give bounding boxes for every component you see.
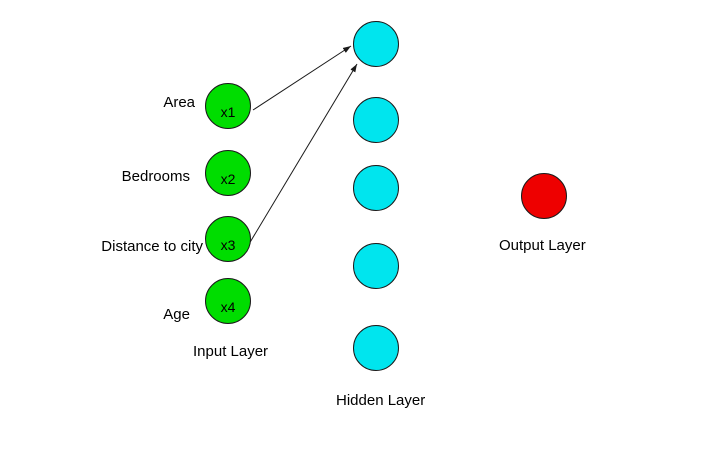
input-annotation-area: Area <box>163 94 195 111</box>
hidden-layer-caption: Hidden Layer <box>336 392 426 409</box>
input-layer-caption: Input Layer <box>193 343 269 360</box>
hidden-node-5 <box>353 325 399 371</box>
hidden-node-4 <box>353 243 399 289</box>
hidden-node-1 <box>353 21 399 67</box>
input-node-x3: x3 <box>205 216 251 262</box>
input-node-x4: x4 <box>205 278 251 324</box>
output-node <box>521 173 567 219</box>
input-node-x1-label: x1 <box>220 104 236 120</box>
output-layer-caption: Output Layer <box>499 237 586 254</box>
input-annotation-bedrooms: Bedrooms <box>121 168 190 185</box>
input-node-x2-label: x2 <box>220 171 236 187</box>
input-annotation-distance-to-city: Distance to city <box>101 238 203 255</box>
hidden-node-3 <box>353 165 399 211</box>
input-node-x1: x1 <box>205 83 251 129</box>
edge-x3-to-hidden1 <box>248 63 358 245</box>
input-node-x2: x2 <box>205 150 251 196</box>
edge-x1-to-hidden1 <box>252 45 352 111</box>
hidden-node-2 <box>353 97 399 143</box>
input-node-x3-label: x3 <box>220 237 236 253</box>
input-node-x4-label: x4 <box>220 299 236 315</box>
input-annotation-age: Age <box>163 306 190 323</box>
